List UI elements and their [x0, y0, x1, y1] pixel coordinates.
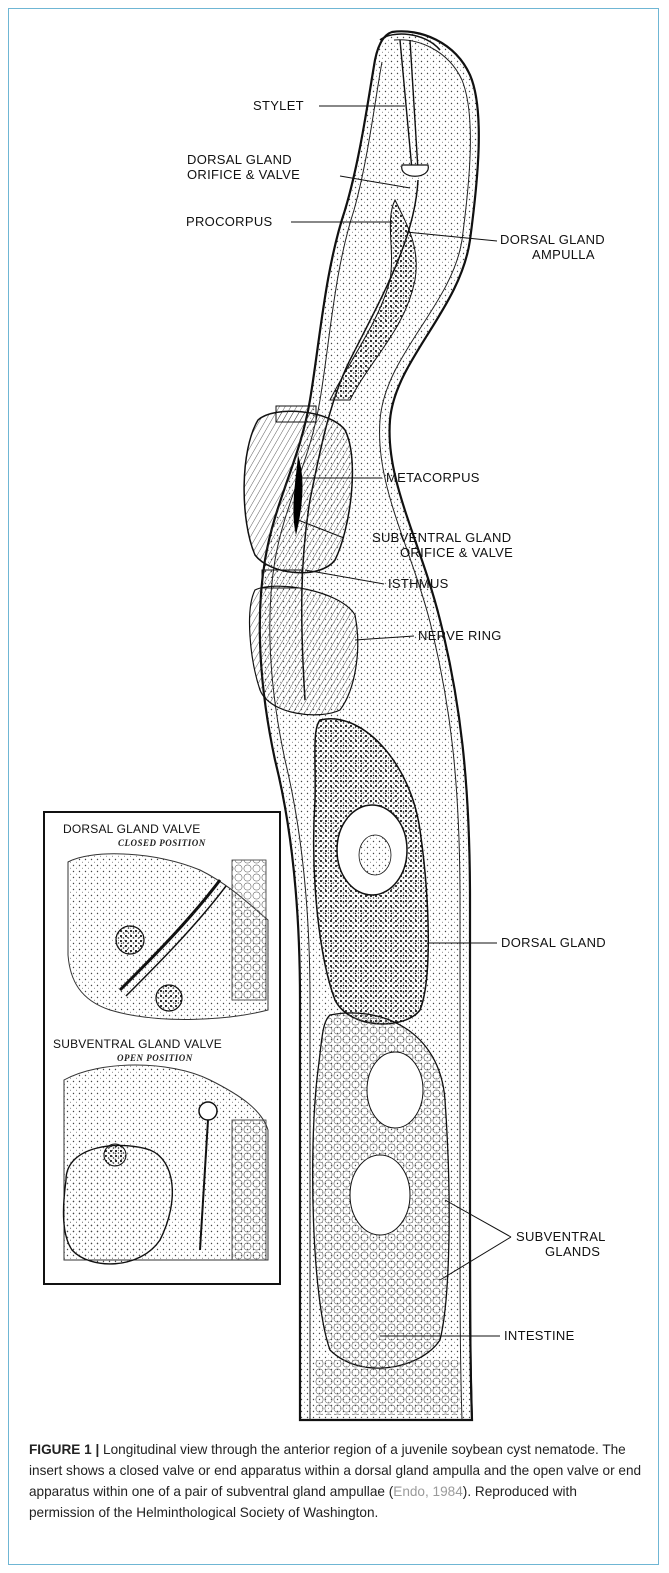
label-subventral-gland-orifice-line2: ORIFICE & VALVE [400, 545, 513, 560]
label-dorsal-gland-orifice-line2: ORIFICE & VALVE [187, 167, 300, 182]
label-nerve-ring: NERVE RING [418, 628, 502, 643]
inset-sub-closed: CLOSED POSITION [118, 838, 206, 848]
label-metacorpus: METACORPUS [386, 470, 480, 485]
intestine-tissue [315, 1360, 460, 1415]
caption-figure-label: FIGURE 1 | [29, 1442, 99, 1457]
label-subventral-glands-line2: GLANDS [545, 1244, 600, 1259]
label-intestine: INTESTINE [504, 1328, 575, 1343]
inset-title-subventral-valve: SUBVENTRAL GLAND VALVE [53, 1037, 222, 1051]
metacorpus-bulb [244, 406, 352, 573]
figure-caption: FIGURE 1 | Longitudinal view through the… [29, 1439, 643, 1523]
label-dorsal-gland-orifice-line1: DORSAL GLAND [187, 152, 292, 167]
nerve-ring [250, 586, 358, 715]
inset-title-dorsal-valve: DORSAL GLAND VALVE [63, 822, 200, 836]
isthmus [262, 570, 302, 588]
label-isthmus: ISTHMUS [388, 576, 449, 591]
inset-sub-open: OPEN POSITION [117, 1053, 193, 1063]
caption-citation-link[interactable]: Endo, 1984 [393, 1484, 463, 1499]
label-procorpus: PROCORPUS [186, 214, 273, 229]
label-dorsal-gland-ampulla-line2: AMPULLA [532, 247, 595, 262]
label-subventral-glands-line1: SUBVENTRAL [516, 1229, 606, 1244]
label-subventral-gland-orifice-line1: SUBVENTRAL GLAND [372, 530, 511, 545]
label-dorsal-gland: DORSAL GLAND [501, 935, 606, 950]
subventral-glands-organ [313, 1013, 450, 1368]
label-stylet: STYLET [253, 98, 304, 113]
label-dorsal-gland-ampulla-line1: DORSAL GLAND [500, 232, 605, 247]
